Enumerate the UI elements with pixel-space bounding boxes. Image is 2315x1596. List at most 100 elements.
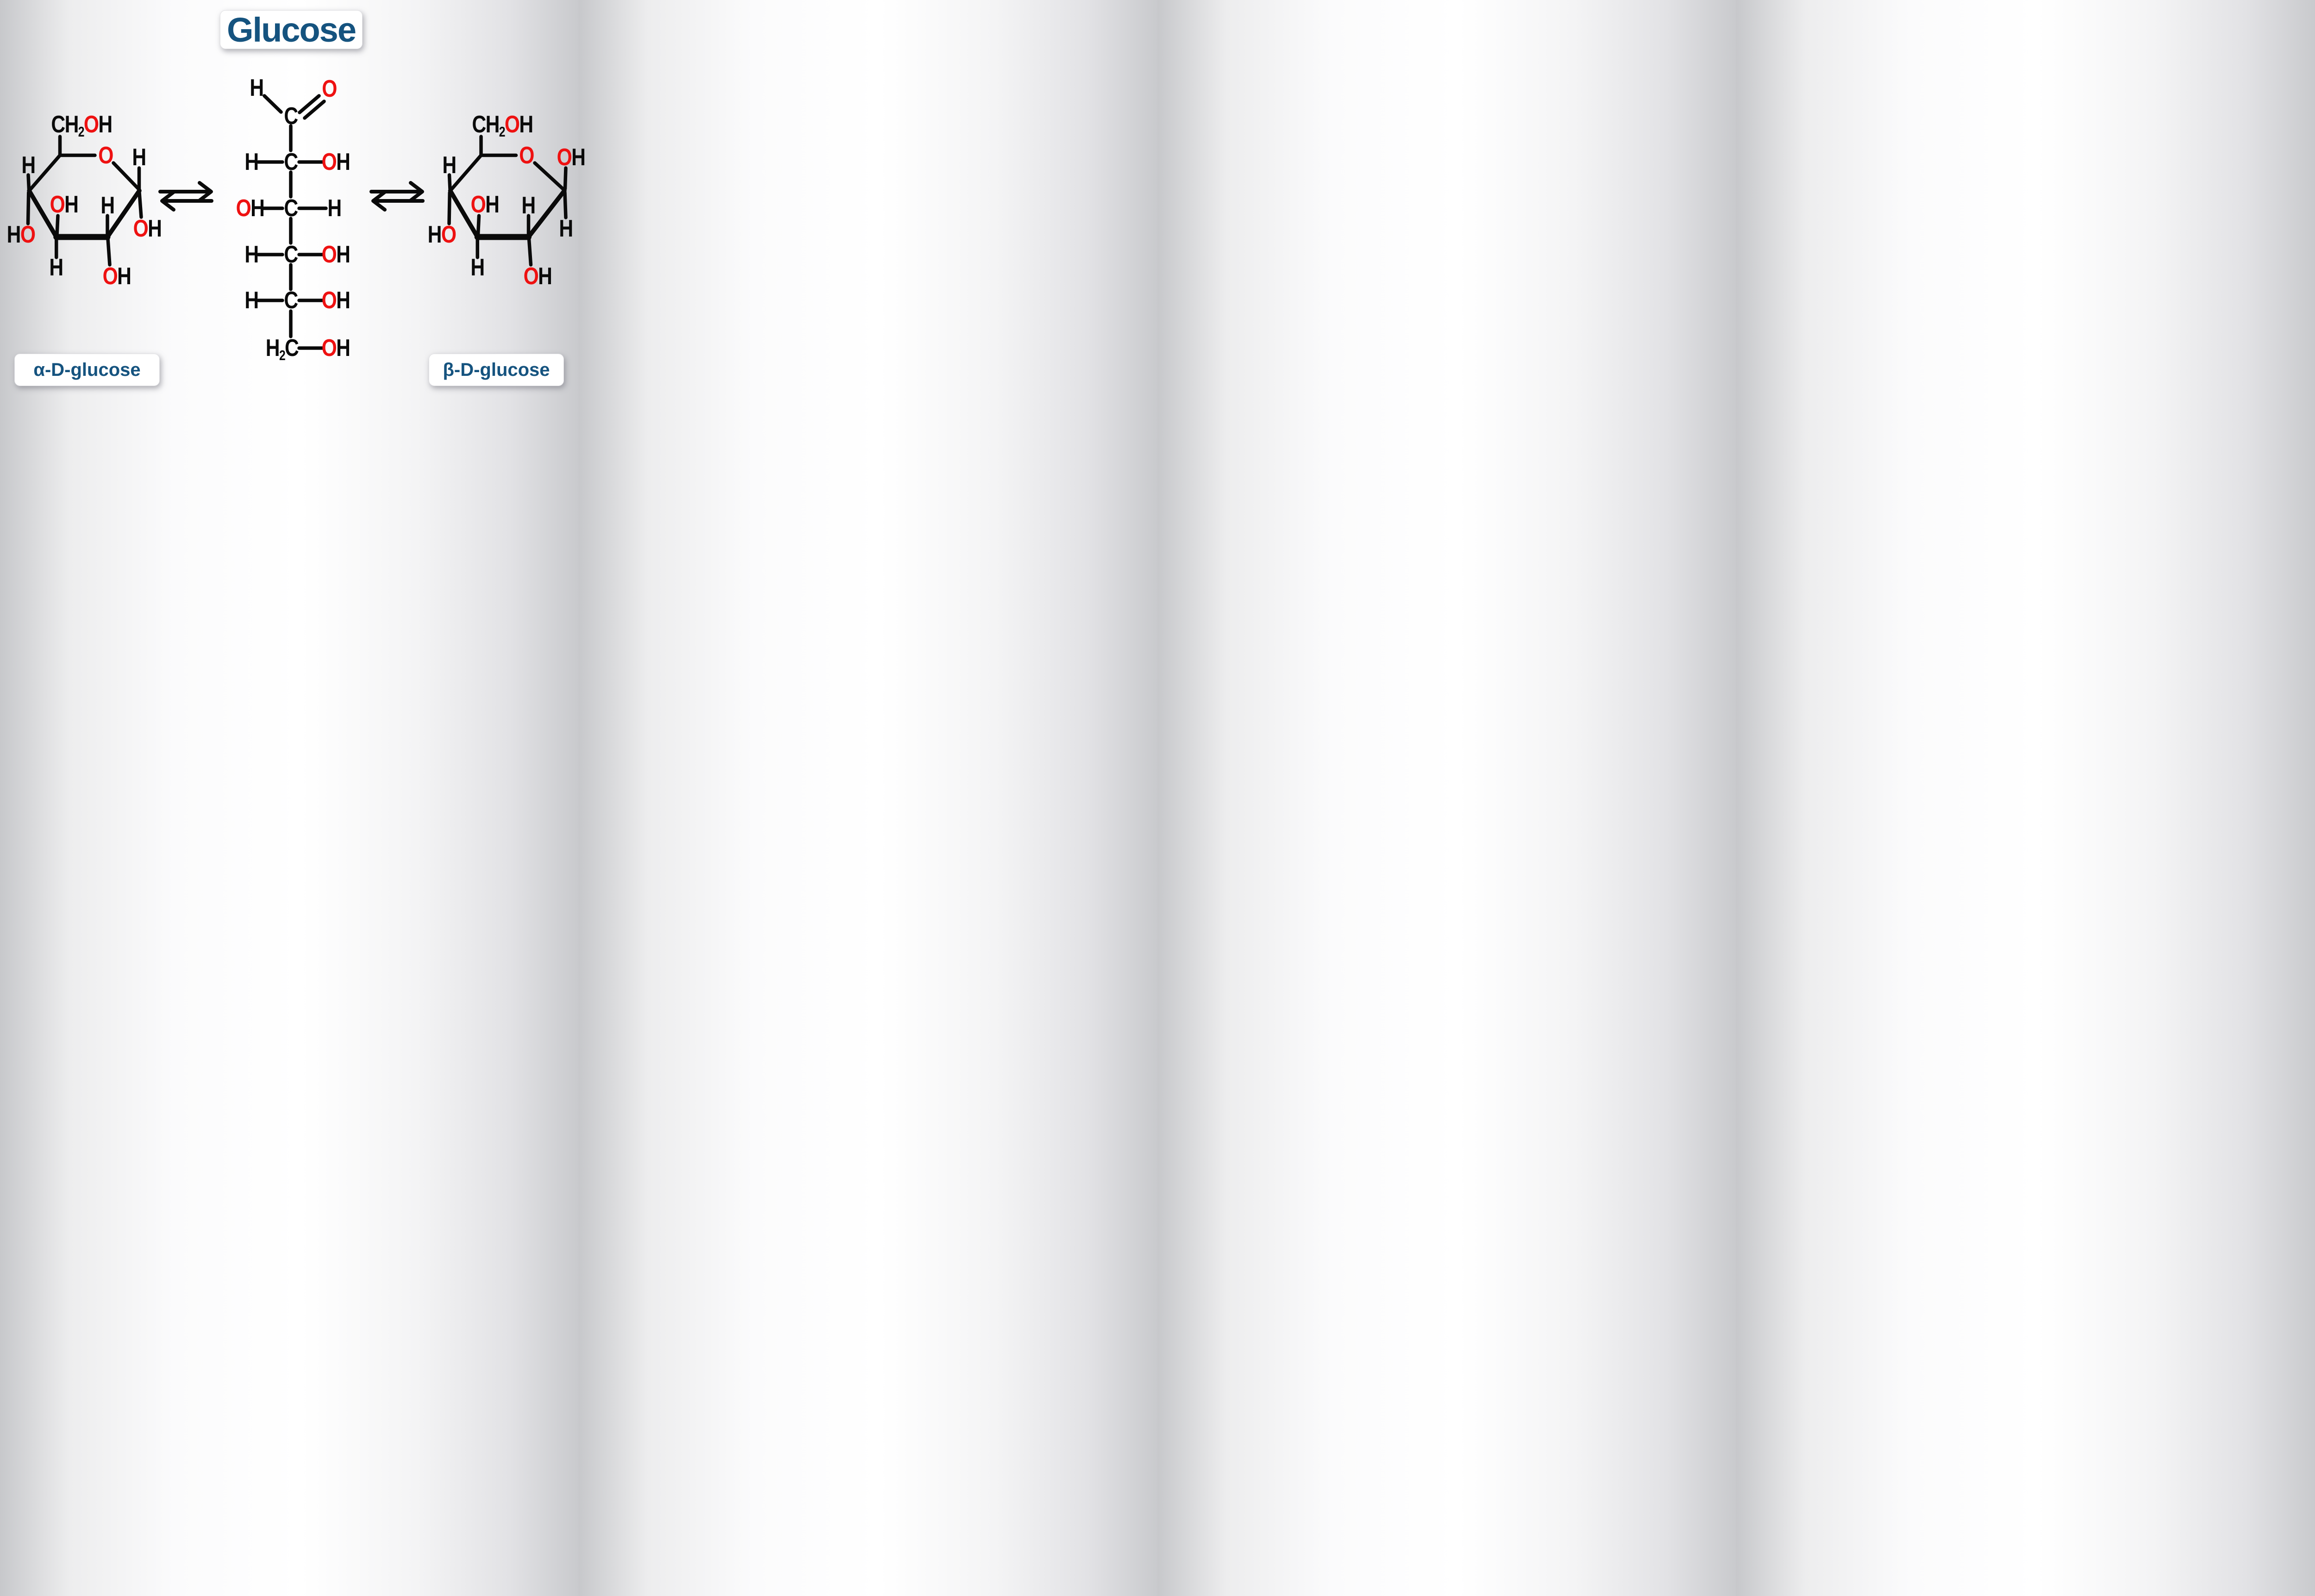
oxygen-symbol: O — [523, 263, 539, 290]
hydrogen-symbol: H — [470, 254, 485, 281]
subscript-two: 2 — [78, 125, 85, 140]
chain-c6-oh-label: OH — [322, 336, 350, 360]
hydrogen-symbol: H — [21, 152, 36, 179]
hydrogen-symbol: H — [427, 221, 442, 248]
bond-c3-oh-in — [55, 214, 60, 237]
double-bond-line-1 — [298, 94, 321, 114]
alpha-ch2oh-label: CH2OH — [51, 111, 113, 140]
carbon-symbol: C — [284, 241, 298, 268]
carbon-symbol: C — [284, 149, 298, 175]
chain-c1-label: C — [284, 103, 298, 130]
hydrogen-symbol: H — [442, 152, 457, 179]
beta-c4-h-label: H — [442, 152, 457, 179]
carbon-symbol: C — [51, 111, 65, 138]
oxygen-symbol: O — [321, 335, 337, 362]
hydrogen-symbol: H — [250, 195, 265, 222]
ring-edge-c4-c5 — [448, 153, 483, 193]
ring-edge-o-c1 — [112, 161, 141, 192]
hydrogen-symbol: H — [571, 144, 586, 171]
chain-c3-oh-label: OH — [236, 195, 265, 222]
hydrogen-symbol: H — [336, 149, 350, 175]
beta-c2-h-inner-label: H — [521, 193, 536, 218]
oxygen-symbol: O — [322, 75, 337, 102]
ring-edge-c4-c5 — [27, 153, 62, 193]
hydrogen-symbol: H — [485, 111, 500, 138]
page-title: Glucose — [227, 10, 357, 49]
chain-c5-oh-label: OH — [322, 288, 350, 312]
bond-c1-oh-down — [138, 191, 143, 219]
arrow-right-head — [198, 181, 213, 202]
alpha-label-box: α-D-glucose — [14, 354, 160, 386]
oxygen-symbol: O — [20, 221, 36, 248]
ring-edge-o-c1 — [533, 161, 566, 192]
double-bond-line-2 — [303, 100, 326, 120]
hydrogen-symbol: H — [6, 221, 21, 248]
chain-c3-h-label: H — [327, 195, 342, 222]
carbon-symbol: C — [284, 195, 298, 222]
beta-glucose-label: β-D-glucose — [443, 359, 550, 380]
beta-c2-oh-label: OH — [524, 264, 552, 288]
chain-c3-label: C — [284, 195, 298, 222]
arrow-right-head — [409, 181, 424, 202]
hydrogen-symbol: H — [538, 263, 552, 290]
bond-c1-oh-up — [563, 166, 568, 191]
oxygen-symbol: O — [470, 191, 486, 218]
oxygen-symbol: O — [557, 144, 572, 171]
hydrogen-symbol: H — [336, 287, 350, 314]
arrow-left-head — [160, 190, 175, 212]
carbon-symbol: C — [284, 287, 298, 314]
carbon-symbol: C — [472, 111, 486, 138]
alpha-c3-h-label: H — [49, 256, 63, 280]
bond-c4-ho-down — [447, 191, 451, 225]
beta-ring-bonds — [447, 135, 568, 267]
oxygen-symbol: O — [98, 142, 113, 169]
chain-c4-label: C — [284, 241, 298, 268]
oxygen-symbol: O — [50, 191, 65, 218]
hydrogen-symbol: H — [100, 192, 115, 219]
chain-aldehyde-h-label: H — [250, 75, 264, 101]
chain-c2-h-label: H — [244, 150, 259, 174]
beta-c1-h-label: H — [559, 215, 573, 242]
bond-c3-oh-in — [476, 214, 481, 237]
beta-c1-oh-label: OH — [557, 144, 586, 171]
chain-c4-oh-label: OH — [322, 243, 350, 267]
hydrogen-symbol: H — [64, 191, 79, 218]
oxygen-symbol: O — [441, 221, 457, 248]
hydrogen-symbol: H — [327, 195, 342, 222]
oxygen-symbol: O — [321, 241, 337, 268]
oxygen-symbol: O — [83, 111, 99, 138]
beta-c4-ho-label: HO — [427, 221, 457, 248]
subscript-two: 2 — [279, 348, 286, 364]
equilibrium-arrow-right — [369, 181, 425, 212]
hydrogen-symbol: H — [244, 241, 259, 268]
alpha-c1-h-label: H — [132, 145, 146, 169]
oxygen-symbol: O — [133, 215, 149, 242]
ring-edge-c3-c4 — [27, 188, 59, 239]
hydrogen-symbol: H — [250, 75, 264, 101]
hydrogen-symbol: H — [519, 111, 533, 138]
equilibrium-arrow-left — [158, 181, 213, 212]
bond-c4-ho-down — [26, 191, 31, 225]
carbon-symbol: C — [285, 335, 299, 362]
oxygen-symbol: O — [102, 263, 118, 290]
alpha-c4-ho-label: HO — [6, 221, 36, 248]
beta-c3-h-label: H — [470, 254, 485, 281]
hydrogen-symbol: H — [559, 215, 573, 242]
carbon-symbol: C — [284, 103, 298, 130]
alpha-ring-bonds — [26, 135, 143, 267]
alpha-ring-oxygen-label: O — [98, 143, 113, 168]
ring-edge-c3-c4 — [448, 188, 480, 239]
arrow-left-head — [371, 190, 387, 212]
bond-c4-h-up — [26, 173, 31, 191]
oxygen-symbol: O — [504, 111, 520, 138]
glucose-diagram-canvas: Glucose H O C H C OH OH C H H C OH H C O… — [0, 0, 586, 399]
chain-c5-h-label: H — [244, 287, 259, 314]
beta-ch2oh-label: CH2OH — [472, 111, 533, 139]
chain-c6-h2c-label: H2C — [265, 335, 299, 364]
bond-lines-svg — [26, 94, 568, 350]
hydrogen-symbol: H — [265, 335, 280, 362]
beta-c3-oh-inner-label: OH — [470, 191, 500, 218]
chain-c2-oh-label: OH — [322, 150, 350, 174]
hydrogen-symbol: H — [244, 287, 259, 314]
hydrogen-symbol: H — [148, 215, 162, 242]
